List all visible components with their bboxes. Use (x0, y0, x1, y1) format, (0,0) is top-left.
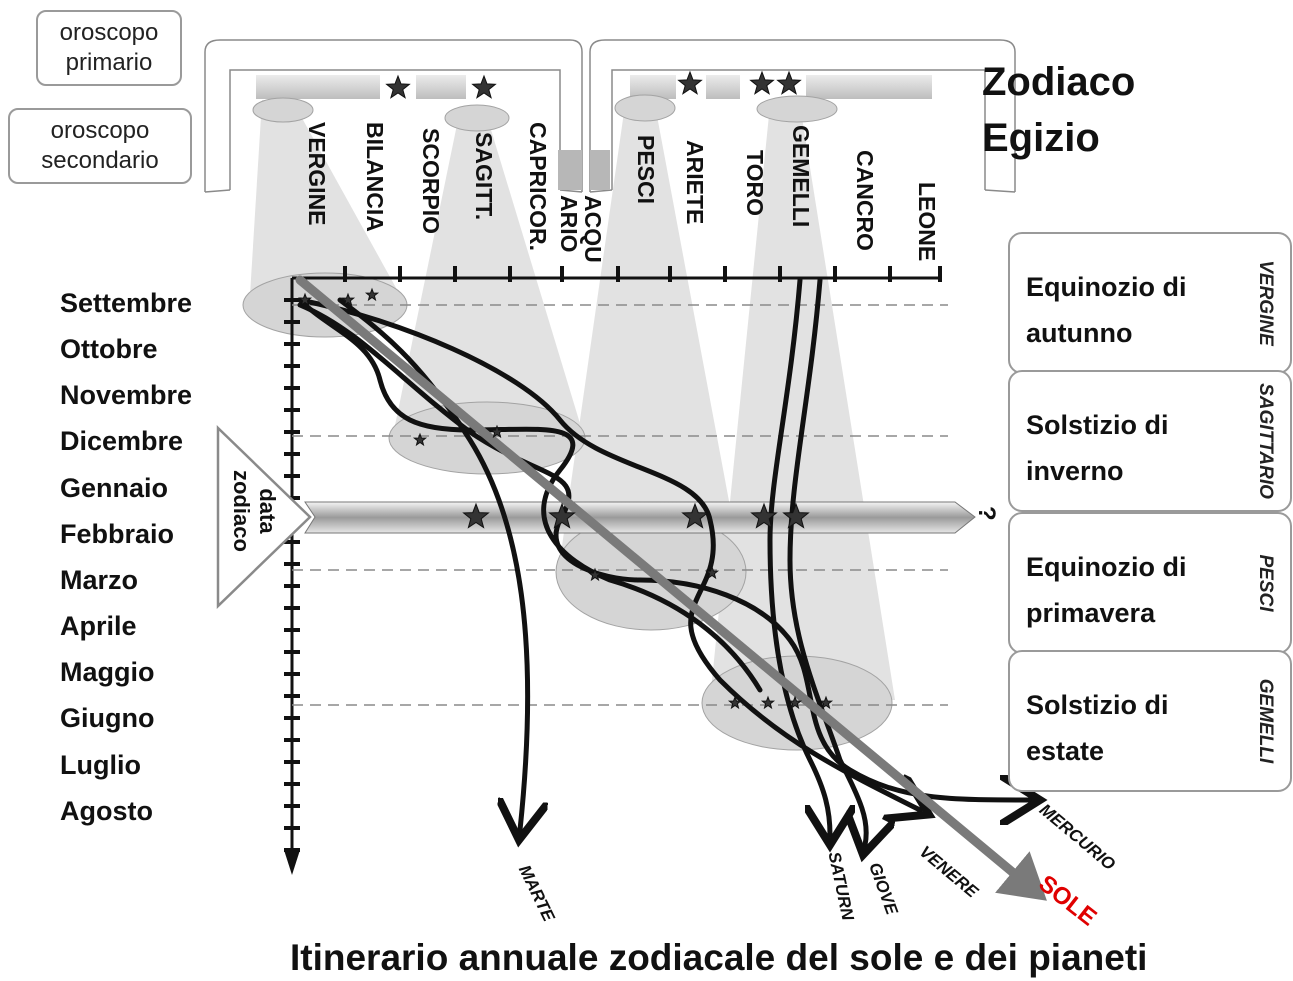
sign-label-pesci: PESCI (633, 135, 659, 205)
star-icon (776, 70, 802, 95)
nut-band-segment (806, 75, 932, 99)
sign-label-ariete: ARIETE (682, 140, 708, 225)
month-label: Ottobre (60, 334, 158, 364)
month-label: Maggio (60, 657, 155, 687)
star-icon (462, 502, 490, 529)
nut-frame (204, 39, 1016, 193)
nut-body-bar (304, 501, 976, 534)
star-icon (760, 695, 776, 710)
saturno-path (767, 277, 830, 835)
month-label: Settembre (60, 288, 193, 318)
sign-label-sagittario: SAGITT. (471, 132, 497, 221)
star-icon (587, 567, 603, 582)
event-sign-label: PESCI (1255, 554, 1276, 612)
star-icon (681, 502, 709, 529)
diagram-title: Zodiaco Egizio (982, 54, 1135, 166)
event-box-autumn-equinox: Equinozio di autunno VERGINE (1008, 232, 1292, 374)
star-icon (471, 74, 497, 99)
sign-label-bilancia: BILANCIA (362, 122, 388, 232)
event-sign-label: GEMELLI (1255, 678, 1276, 764)
marte-path (337, 297, 528, 830)
nut-band-segment (416, 75, 466, 99)
extra-path (297, 297, 763, 693)
diagram-caption: Itinerario annuale zodiacale del sole e … (290, 937, 1148, 978)
event-label: Solstizio di inverno (1026, 410, 1169, 486)
primary-horoscope-callout: oroscopo primario (36, 10, 182, 86)
sign-label-cancro: CANCRO (852, 150, 878, 251)
star-icon (704, 565, 720, 580)
event-label: Equinozio di autunno (1026, 272, 1187, 348)
time-axis-arrow (284, 850, 300, 875)
date-triangle (216, 425, 312, 609)
star-markers (297, 70, 834, 710)
nut-figure (590, 150, 610, 190)
nut-band-segment (706, 75, 740, 99)
sign-label-toro: TORO (742, 150, 768, 217)
month-label: Luglio (60, 750, 141, 780)
title-line-1: Zodiaco (982, 60, 1136, 104)
month-label: Aprile (60, 611, 137, 641)
month-axis-ticks (284, 298, 300, 852)
nut-band-segment (256, 75, 380, 99)
light-cones (250, 100, 895, 700)
star-icon (787, 695, 803, 710)
star-icon (749, 70, 775, 95)
nut-figure (558, 150, 582, 190)
event-sign-label: VERGINE (1255, 260, 1276, 346)
bar-end-mark: ? (973, 506, 1000, 521)
planet-paths (297, 277, 1030, 845)
sign-label-vergine: VERGINE (304, 122, 330, 226)
star-icon (818, 695, 834, 710)
star-icon (364, 287, 380, 302)
event-sign-label: SAGITTARIO (1255, 383, 1276, 499)
star-icon (677, 70, 703, 95)
event-label: Equinozio di primavera (1026, 552, 1187, 628)
star-icon (489, 424, 505, 439)
giove-path (787, 277, 866, 845)
sign-label-capricorno: CAPRICOR. (525, 122, 551, 252)
star-icon (750, 502, 778, 529)
star-icon (782, 502, 810, 529)
star-icon (412, 432, 428, 447)
sign-label-scorpio: SCORPIO (418, 128, 444, 235)
zodiac-axis-ticks (343, 266, 942, 282)
secondary-horoscope-callout: oroscopo secondario (8, 108, 192, 184)
title-line-2: Egizio (982, 116, 1100, 160)
month-label: Giugno (60, 703, 155, 733)
star-icon (340, 292, 356, 307)
month-label: Marzo (60, 565, 139, 595)
event-box-spring-equinox: Equinozio di primavera PESCI (1008, 512, 1292, 654)
date-zodiac-label: data zodiaco (229, 470, 280, 552)
venere-path (297, 297, 920, 810)
month-label: Dicembre (60, 426, 184, 456)
month-label: Agosto (60, 796, 153, 826)
sign-label-acquario: ACQU ARIO (556, 195, 606, 263)
event-label: Solstizio di estate (1026, 690, 1169, 766)
event-box-summer-solstice: Solstizio di estate GEMELLI (1008, 650, 1292, 792)
sign-label-leone: LEONE (914, 182, 940, 262)
star-icon (548, 502, 576, 529)
star-icon (727, 695, 743, 710)
event-box-winter-solstice: Solstizio di inverno SAGITTARIO (1008, 370, 1292, 512)
star-icon (385, 74, 411, 99)
star-icon (297, 292, 313, 307)
sign-label-gemelli: GEMELLI (788, 125, 814, 228)
month-label: Febbraio (60, 519, 175, 549)
month-label: Novembre (60, 380, 193, 410)
event-lines (292, 304, 948, 706)
sun-path (295, 275, 1047, 901)
month-label: Gennaio (60, 473, 169, 503)
